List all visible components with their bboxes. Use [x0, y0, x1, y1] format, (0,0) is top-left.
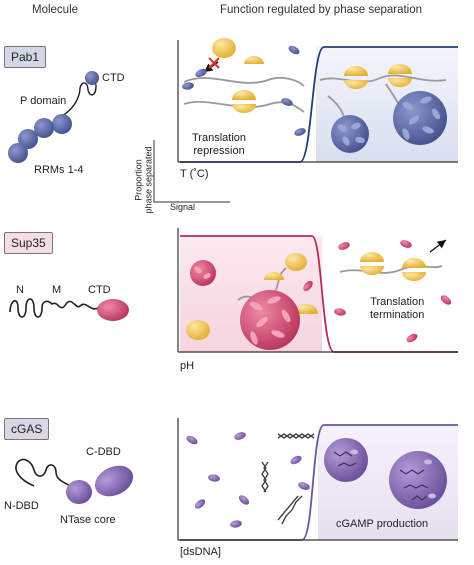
pab1-rrm-2: [18, 129, 38, 149]
header-function: Function regulated by phase separation: [220, 4, 423, 16]
pab1-function-label: Translation repression: [192, 132, 246, 158]
ribosome-pab1-5: [388, 64, 412, 87]
sup35-ctd-label: CTD: [88, 284, 111, 296]
pab1-molecule: [8, 71, 99, 163]
sup35-plot: [177, 228, 458, 353]
ribosome-sup35-4: [294, 304, 318, 314]
ribosome-pab1-4: [344, 66, 368, 89]
sup35-x-axis-label: pH: [180, 360, 195, 372]
sup35-condensate-large: [240, 290, 300, 350]
header-molecule: Molecule: [32, 4, 79, 16]
sup35-function-label-line1: Translation: [370, 296, 425, 308]
cgas-c-dbd: [94, 465, 134, 497]
cgas-ntase-core: [66, 480, 92, 504]
ribosome-sup35-1: [285, 253, 307, 271]
pab1-function-label-line1: Translation: [192, 132, 247, 144]
sup35-molecule: [9, 298, 129, 321]
sup35-tag: Sup35: [4, 232, 53, 254]
pab1-x-axis-label: T (˚C): [180, 168, 209, 180]
pab1-ctd-label: CTD: [102, 72, 125, 84]
ribosome-sup35-6: [402, 258, 426, 281]
pab1-rrm-3: [34, 118, 54, 138]
pab1-rrm-1: [8, 143, 28, 163]
ribosome-pab1-2: [244, 56, 264, 64]
cgas-molecule: [15, 458, 134, 504]
ribosome-sup35-5: [360, 252, 384, 275]
sup35-condensate-small: [190, 260, 216, 286]
cgas-ntase-label: NTase core: [60, 514, 116, 526]
cgas-function-label: cGAMP production: [336, 518, 429, 530]
sup35-function-label-line2: termination: [370, 309, 425, 321]
pab1-function-label-line2: repression: [193, 145, 245, 157]
pab1-curve: [180, 46, 458, 163]
pab1-ctd-domain: [85, 71, 99, 85]
cgas-plot: [177, 418, 458, 541]
cgas-x-axis-label: [dsDNA]: [180, 546, 221, 558]
pab1-condensate-small: [331, 115, 369, 153]
sup35-curve: [180, 235, 458, 353]
pab1-condensate-large: [393, 91, 447, 145]
ribosome-pab1-1: [212, 38, 236, 58]
pab1-p-domain-label: P domain: [20, 95, 67, 107]
ribosome-sup35-3: [186, 320, 210, 340]
cgas-curve: [180, 424, 458, 541]
cgas-n-dbd-label: N-DBD: [4, 500, 39, 512]
sup35-m-label: M: [52, 284, 62, 296]
pab1-rrm-4: [52, 114, 72, 134]
proportion-axis-label: Proportion phase separated: [134, 146, 154, 213]
ribosome-pab1-3: [232, 90, 256, 113]
proportion-axis-label-line2: phase separated: [143, 146, 154, 214]
signal-axis-label: Signal: [170, 202, 196, 212]
sup35-n-label: N: [16, 284, 24, 296]
sup35-ctd-domain: [97, 299, 129, 321]
signal-legend-axes: [153, 140, 230, 203]
pab1-plot: [153, 38, 458, 203]
cgas-condensate-large: [389, 451, 447, 509]
pab1-rrms-label: RRMs 1-4: [34, 164, 84, 176]
dsdna-strands: [261, 433, 315, 525]
cgas-condensate-small: [324, 438, 368, 482]
cgas-tag: cGAS: [4, 418, 50, 440]
cgas-c-dbd-label: C-DBD: [86, 446, 121, 458]
proportion-axis-label-line1: Proportion: [133, 159, 144, 201]
sup35-function-label: Translation termination: [370, 296, 424, 322]
ribosome-sup35-2: [264, 272, 284, 280]
pab1-tag: Pab1: [4, 46, 47, 68]
